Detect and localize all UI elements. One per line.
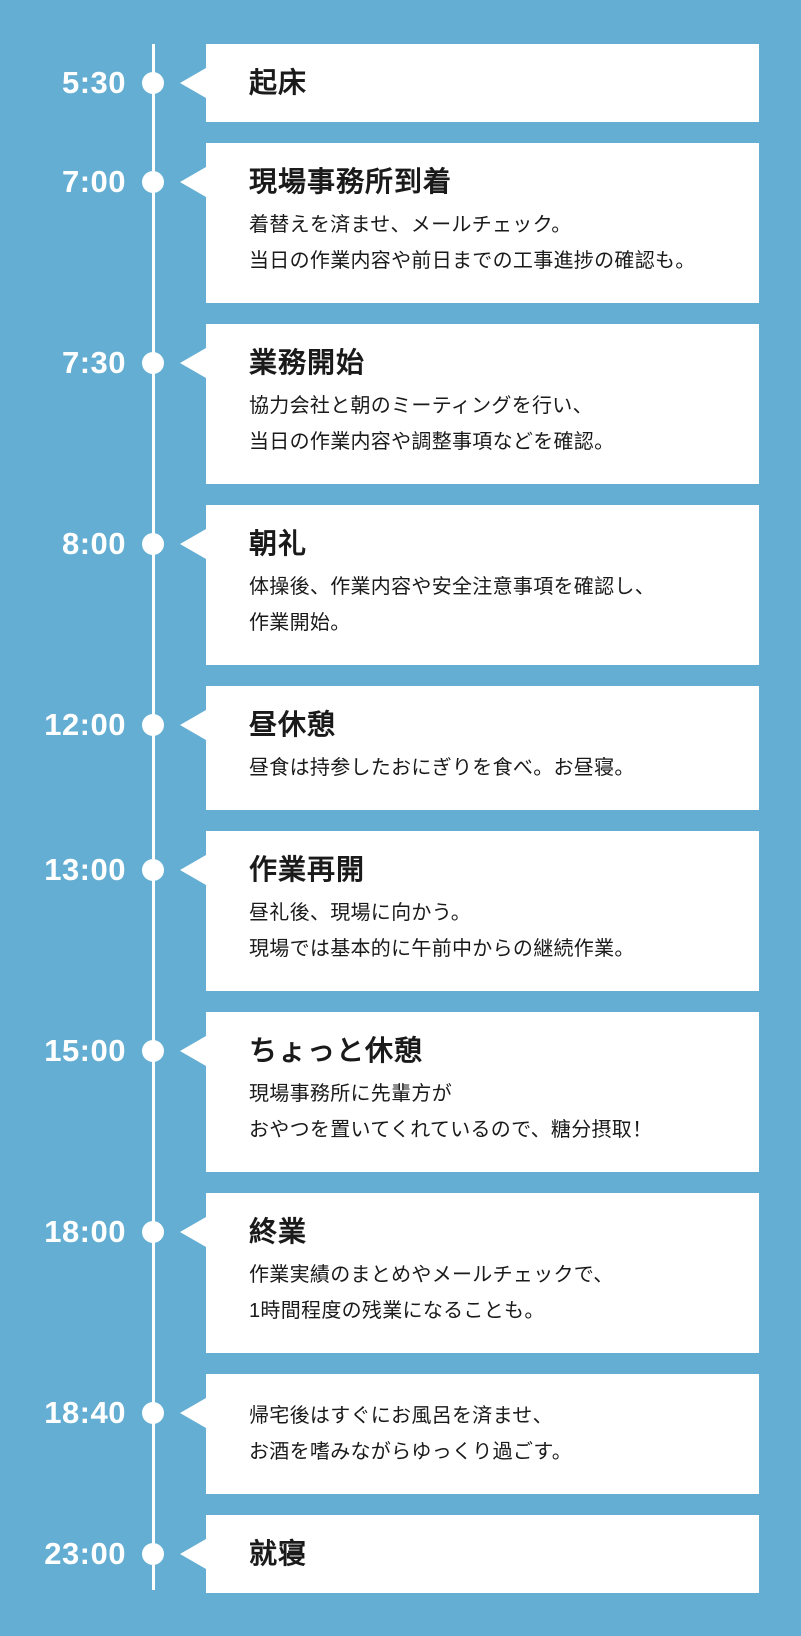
time-label: 8:00	[61, 526, 126, 561]
arrow-left-icon	[180, 855, 206, 885]
event-card: 作業再開 昼礼後、現場に向かう。現場では基本的に午前中からの継続作業。	[180, 831, 759, 991]
event-description-line: 作業実績のまとめやメールチェックで、	[249, 1264, 614, 1286]
event-card: ちょっと休憩 現場事務所に先輩方がおやつを置いてくれているので、糖分摂取！	[180, 1012, 759, 1172]
event-title: 昼休憩	[249, 709, 337, 740]
time-label: 5:30	[61, 65, 126, 100]
timeline-item: 5:30 起床	[62, 44, 759, 122]
event-description-line: 着替えを済ませ、メールチェック。	[249, 214, 572, 236]
event-card: 現場事務所到着 着替えを済ませ、メールチェック。当日の作業内容や前日までの工事進…	[180, 143, 759, 303]
timeline-dot-icon	[142, 171, 164, 193]
timeline-dot-icon	[142, 859, 164, 881]
event-card: 就寝	[180, 1515, 759, 1593]
arrow-left-icon	[180, 529, 206, 559]
event-descriptions: 帰宅後はすぐにお風呂を済ませ、お酒を嗜みながらゆっくり過ごす。	[249, 1398, 729, 1470]
timeline-dot-icon	[142, 1543, 164, 1565]
timeline-dot-icon	[142, 1040, 164, 1062]
timeline-item: 8:00 朝礼 体操後、作業内容や安全注意事項を確認し、作業開始。	[62, 505, 759, 665]
event-title: 就寝	[249, 1538, 308, 1569]
event-title: 現場事務所到着	[249, 166, 453, 197]
arrow-left-icon	[180, 710, 206, 740]
event-description-line: 当日の作業内容や調整事項などを確認。	[249, 431, 615, 453]
time-label: 7:30	[61, 345, 126, 380]
event-card: 業務開始 協力会社と朝のミーティングを行い、当日の作業内容や調整事項などを確認。	[180, 324, 759, 484]
event-description-line: 1時間程度の残業になることも。	[249, 1300, 545, 1322]
event-descriptions: 昼礼後、現場に向かう。現場では基本的に午前中からの継続作業。	[249, 895, 729, 967]
event-title: 業務開始	[249, 347, 366, 378]
event-description-line: 帰宅後はすぐにお風呂を済ませ、	[249, 1405, 553, 1427]
event-card: 終業 作業実績のまとめやメールチェックで、 1時間程度の残業になることも。	[180, 1193, 759, 1353]
event-description-line: 昼礼後、現場に向かう。	[249, 902, 472, 924]
event-descriptions: 体操後、作業内容や安全注意事項を確認し、作業開始。	[249, 569, 729, 641]
time-label: 23:00	[44, 1536, 126, 1571]
event-descriptions: 着替えを済ませ、メールチェック。当日の作業内容や前日までの工事進捗の確認も。	[249, 207, 729, 279]
event-description-line: 昼食は持参したおにぎりを食べ。お昼寝。	[249, 757, 635, 779]
time-label: 18:00	[44, 1214, 126, 1249]
event-descriptions: 作業実績のまとめやメールチェックで、 1時間程度の残業になることも。	[249, 1257, 729, 1329]
event-title: 終業	[249, 1216, 308, 1247]
timeline-dot-icon	[142, 533, 164, 555]
event-description-line: 当日の作業内容や前日までの工事進捗の確認も。	[249, 250, 696, 272]
arrow-left-icon	[180, 1036, 206, 1066]
time-label: 18:40	[44, 1395, 126, 1430]
timeline-dot-icon	[142, 352, 164, 374]
event-card: 起床	[180, 44, 759, 122]
arrow-left-icon	[180, 1539, 206, 1569]
event-description-line: 現場では基本的に午前中からの継続作業。	[249, 938, 635, 960]
event-card: 昼休憩 昼食は持参したおにぎりを食べ。お昼寝。	[180, 686, 759, 810]
event-title: ちょっと休憩	[249, 1035, 424, 1066]
timeline-dot-icon	[142, 72, 164, 94]
time-label: 15:00	[44, 1033, 126, 1068]
time-label: 12:00	[44, 707, 126, 742]
event-descriptions: 協力会社と朝のミーティングを行い、当日の作業内容や調整事項などを確認。	[249, 388, 729, 460]
arrow-left-icon	[180, 1398, 206, 1428]
timeline-item: 12:00 昼休憩 昼食は持参したおにぎりを食べ。お昼寝。	[44, 686, 759, 810]
timeline-dot-icon	[142, 1221, 164, 1243]
timeline-item: 23:00 就寝	[44, 1515, 759, 1593]
time-label: 13:00	[44, 852, 126, 887]
timeline-item: 7:00 現場事務所到着 着替えを済ませ、メールチェック。当日の作業内容や前日ま…	[62, 143, 759, 303]
arrow-left-icon	[180, 1217, 206, 1247]
event-card: 帰宅後はすぐにお風呂を済ませ、お酒を嗜みながらゆっくり過ごす。	[180, 1374, 759, 1494]
event-title: 起床	[249, 67, 308, 98]
timeline-item: 18:40 帰宅後はすぐにお風呂を済ませ、お酒を嗜みながらゆっくり過ごす。	[44, 1374, 759, 1494]
event-descriptions: 現場事務所に先輩方がおやつを置いてくれているので、糖分摂取！	[249, 1076, 729, 1148]
timeline-item: 15:00 ちょっと休憩 現場事務所に先輩方がおやつを置いてくれているので、糖分…	[44, 1012, 759, 1172]
event-descriptions: 昼食は持参したおにぎりを食べ。お昼寝。	[249, 750, 729, 786]
arrow-left-icon	[180, 167, 206, 197]
timeline-line	[152, 44, 155, 1590]
timeline-item: 13:00 作業再開 昼礼後、現場に向かう。現場では基本的に午前中からの継続作業…	[44, 831, 759, 991]
event-description-line: 体操後、作業内容や安全注意事項を確認し、	[249, 576, 655, 598]
timeline-dot-icon	[142, 714, 164, 736]
event-description-line: お酒を嗜みながらゆっくり過ごす。	[249, 1441, 572, 1463]
timeline-item: 18:00 終業 作業実績のまとめやメールチェックで、 1時間程度の残業になること…	[44, 1193, 759, 1353]
event-description-line: おやつを置いてくれているので、糖分摂取！	[249, 1119, 653, 1141]
event-title: 作業再開	[249, 854, 366, 885]
arrow-left-icon	[180, 348, 206, 378]
timeline-item: 7:30 業務開始 協力会社と朝のミーティングを行い、当日の作業内容や調整事項な…	[62, 324, 759, 484]
event-title: 朝礼	[249, 528, 308, 559]
event-description-line: 協力会社と朝のミーティングを行い、	[249, 395, 593, 417]
event-description-line: 作業開始。	[249, 612, 351, 634]
event-card: 朝礼 体操後、作業内容や安全注意事項を確認し、作業開始。	[180, 505, 759, 665]
timeline-dot-icon	[142, 1402, 164, 1424]
timeline-rows: 5:30 起床 7:00 現場事務所到着 着替えを済ませ、メールチェック。当日の…	[0, 44, 801, 1593]
time-label: 7:00	[61, 164, 126, 199]
event-description-line: 現場事務所に先輩方が	[249, 1083, 452, 1105]
arrow-left-icon	[180, 68, 206, 98]
